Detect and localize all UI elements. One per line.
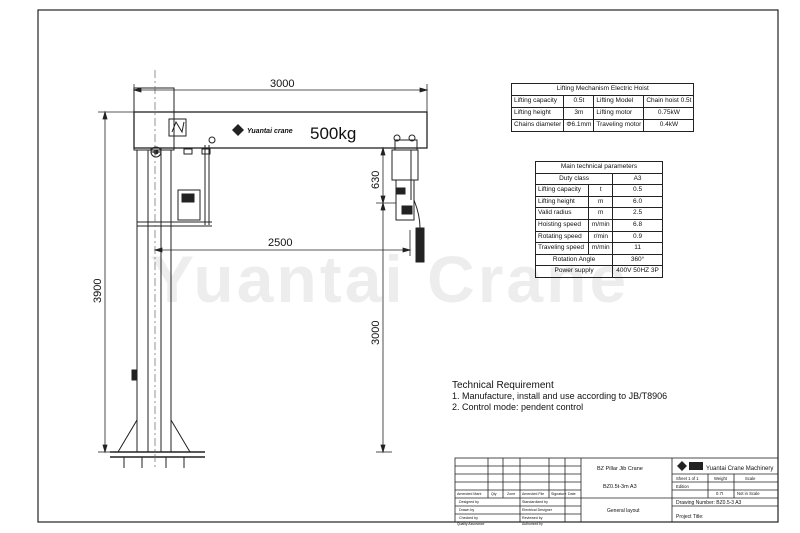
- table-cell: Power supply: [534, 265, 614, 278]
- table-cell: Chain hoist 0.5t: [643, 95, 695, 108]
- hoist-table: Lifting Mechanism Electric Hoist Lifting…: [510, 83, 695, 132]
- table-cell: Rotating speed: [534, 230, 590, 244]
- role-right-3: Authorized by: [522, 522, 543, 526]
- table-cell: 0.9: [612, 230, 663, 244]
- company-name: Yuantai Crane Machinery: [706, 466, 773, 472]
- edition-label: Edition: [676, 484, 689, 489]
- product-model: BZ0.5t-3m A3: [603, 484, 637, 490]
- table-cell: 0.75kW: [643, 107, 695, 120]
- capacity-label: 500kg: [310, 124, 356, 143]
- table-cell: Traveling motor: [593, 119, 645, 132]
- table-cell: 0.5t: [563, 95, 595, 108]
- tech-req-heading: Technical Requirement: [452, 380, 554, 391]
- table-cell: 0.5: [612, 184, 663, 197]
- table-cell: Lifting capacity: [534, 184, 590, 197]
- tech-req-item: 1. Manufacture, install and use accordin…: [452, 391, 668, 401]
- table-cell: Φ6.1mm: [563, 119, 595, 132]
- table-cell: Duty class: [534, 172, 614, 186]
- table-cell: m/min: [588, 218, 614, 232]
- table-cell: 6.0: [612, 195, 663, 209]
- table-cell: 360°: [612, 253, 663, 267]
- sheet-border: [37, 9, 779, 523]
- table-cell: Lifting capacity: [510, 95, 565, 108]
- table-cell: Rotation Angle: [534, 253, 614, 267]
- table-cell: r/min: [588, 230, 614, 244]
- table-row: Lifting capacity 0.5t Lifting Model Chai…: [510, 95, 695, 108]
- rev-header-1: Qty: [491, 492, 497, 496]
- table-cell: A3: [612, 172, 663, 186]
- table-cell: Lifting height: [534, 195, 590, 209]
- technical-requirement: Technical Requirement 1. Manufacture, in…: [452, 380, 667, 413]
- table-cell: t: [588, 184, 614, 197]
- rev-header-2: Zone: [507, 492, 515, 496]
- dim-hoist-offset: 630: [370, 171, 382, 189]
- table-cell: 2.5: [612, 207, 663, 220]
- table-cell: m: [588, 195, 614, 209]
- role-right-2: Reviewed by: [522, 516, 543, 520]
- project-title: Project Title:: [676, 514, 704, 520]
- table-cell: Lifting motor: [593, 107, 645, 120]
- sheet-number: Sheet 1 of 1: [676, 476, 699, 481]
- rev-header-5: Date: [568, 492, 576, 496]
- role-left-3: Quality Assurance: [457, 522, 484, 526]
- table-cell: 400V 50HZ 3P: [612, 265, 663, 278]
- params-table-title: Main technical parameters: [535, 161, 663, 174]
- crane: [110, 87, 428, 468]
- layout-label: General layout: [607, 508, 640, 514]
- role-left-2: Checked by: [459, 516, 478, 520]
- table-row: Chains diameter Φ6.1mm Traveling motor 0…: [510, 119, 695, 132]
- table-row: Lifting height 3m Lifting motor 0.75kW: [510, 107, 695, 120]
- table-cell: 0.4kW: [643, 119, 695, 132]
- weight-label: Weight: [714, 476, 728, 481]
- dim-boom-length: 3000: [270, 78, 294, 90]
- table-cell: m: [588, 207, 614, 220]
- brand-logo: Yuantai crane: [232, 124, 293, 136]
- title-block: [454, 457, 779, 523]
- dimension-lines: [98, 84, 429, 454]
- hoist-table-title: Lifting Mechanism Electric Hoist: [510, 83, 695, 96]
- dim-lift-height: 3000: [370, 321, 382, 345]
- tech-req-item: 2. Control mode: pendent control: [452, 402, 584, 412]
- role-left-1: Drawn by: [459, 508, 474, 512]
- table-cell: 11: [612, 242, 663, 255]
- rev-header-4: Signature: [551, 492, 566, 496]
- scale-label: Scale: [745, 476, 756, 481]
- table-cell: Valid radius: [534, 207, 590, 220]
- role-right-1: Electrical Designer: [522, 508, 553, 512]
- table-cell: Lifting Model: [593, 95, 645, 108]
- rev-header-0: Amended Mark: [457, 492, 482, 496]
- role-right-0: Standardized by: [522, 500, 548, 504]
- dim-radius: 2500: [268, 237, 292, 249]
- table-cell: Hoisting speed: [534, 218, 590, 232]
- role-left-0: Designed by: [459, 500, 479, 504]
- rev-header-3: Amended File: [522, 492, 544, 496]
- weight-value: 0.7t: [716, 491, 724, 496]
- scale-value: Not in Scale: [737, 491, 760, 496]
- dim-total-height: 3900: [92, 279, 104, 303]
- table-cell: Lifting height: [510, 107, 565, 120]
- product-name: BZ Pillar Jib Crane: [597, 466, 643, 472]
- table-cell: m/min: [588, 242, 614, 255]
- boom-brand-text: Yuantai crane: [247, 128, 293, 135]
- table-cell: 3m: [563, 107, 595, 120]
- drawing-number: Drawing Number: BZ0.5-3 A3: [676, 500, 742, 506]
- table-cell: Traveling speed: [534, 242, 590, 255]
- table-cell: 6.8: [612, 218, 663, 232]
- company-logo: [677, 461, 703, 471]
- table-cell: Chains diameter: [510, 119, 565, 132]
